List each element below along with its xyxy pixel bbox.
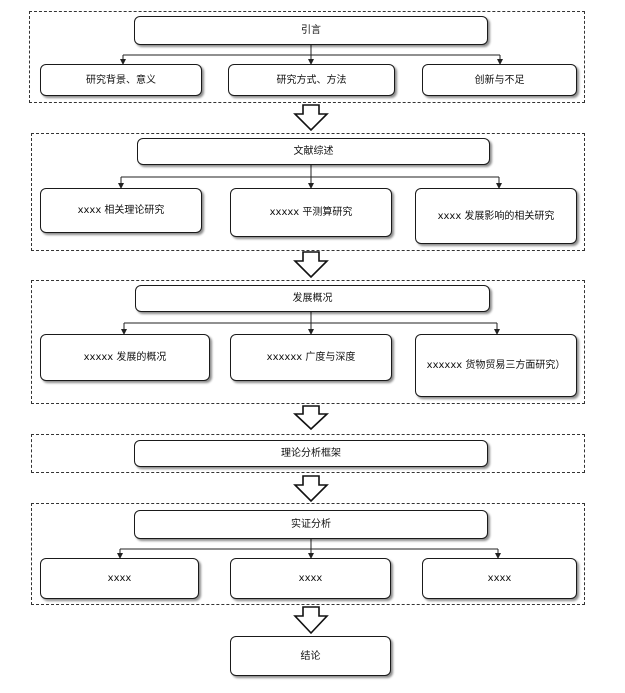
theoretical-framework-box[interactable]: 理论分析框架 <box>134 440 488 467</box>
section-development-overview <box>31 280 585 404</box>
level-measurement-box[interactable]: xxxxx 平测算研究 <box>230 188 392 237</box>
empirical-analysis-title-box[interactable]: 实证分析 <box>134 510 488 539</box>
breadth-depth-box[interactable]: xxxxxx 广度与深度 <box>230 334 392 381</box>
flow-arrow-1 <box>293 104 329 132</box>
development-status-box[interactable]: xxxxx 发展的概况 <box>40 334 210 381</box>
research-background-box[interactable]: 研究背景、意义 <box>40 64 202 96</box>
flow-arrow-3 <box>292 405 330 431</box>
section-introduction <box>29 11 585 103</box>
section-5-connectors <box>117 539 501 559</box>
goods-trade-box[interactable]: xxxxxx 货物贸易三方面研究） <box>415 334 577 397</box>
development-impact-box[interactable]: xxxx 发展影响的相关研究 <box>415 188 577 244</box>
conclusion-box[interactable]: 结论 <box>230 636 391 676</box>
literature-review-title-box[interactable]: 文献综述 <box>137 138 490 165</box>
flow-arrow-4 <box>293 475 329 503</box>
section-theoretical-framework <box>31 434 585 473</box>
empirical-item-3-box[interactable]: xxxx <box>422 558 577 599</box>
section-3-connectors <box>121 312 500 335</box>
empirical-item-2-box[interactable]: xxxx <box>230 558 391 599</box>
introduction-title-box[interactable]: 引言 <box>134 16 488 45</box>
section-literature-review <box>31 133 585 251</box>
empirical-item-1-box[interactable]: xxxx <box>40 558 199 599</box>
section-1-connectors <box>120 45 503 65</box>
flow-arrow-5 <box>293 606 329 635</box>
research-methods-box[interactable]: 研究方式、方法 <box>228 64 395 96</box>
innovation-shortcomings-box[interactable]: 创新与不足 <box>422 64 577 96</box>
related-theory-box[interactable]: xxxx 相关理论研究 <box>40 188 202 233</box>
section-empirical-analysis <box>31 503 585 605</box>
section-2-connectors <box>118 165 502 189</box>
development-overview-title-box[interactable]: 发展概况 <box>135 285 490 312</box>
flow-arrow-2 <box>293 251 329 279</box>
